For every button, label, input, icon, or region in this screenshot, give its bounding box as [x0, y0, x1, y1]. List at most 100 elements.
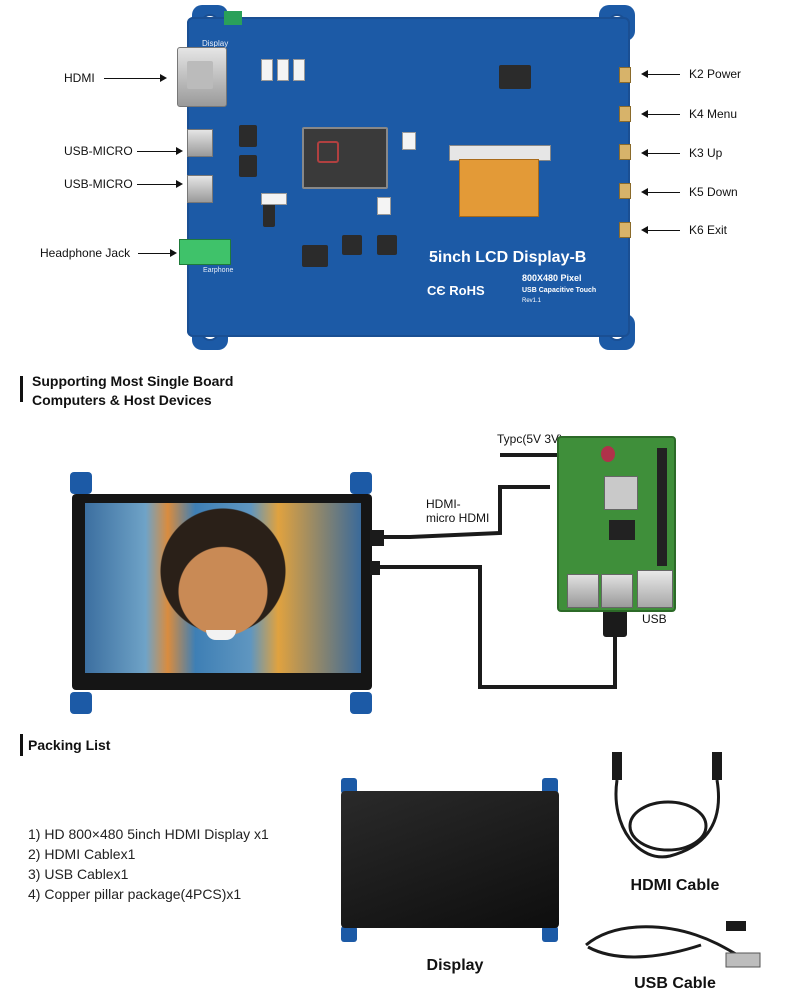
cables-svg	[370, 453, 627, 689]
section-bar-packing	[20, 734, 23, 756]
label-k6-exit: K6 Exit	[689, 223, 728, 237]
arrow-k6	[646, 230, 680, 231]
label-hdmi: HDMI	[64, 71, 95, 85]
silk-earphone: Earphone	[203, 267, 234, 274]
arrow-k4	[646, 114, 680, 115]
packed-display-screen	[341, 791, 559, 928]
pi-soc-chip	[604, 476, 638, 510]
component-1	[261, 59, 273, 81]
hdmi-port-inner	[187, 61, 213, 89]
packed-tab-bl	[341, 926, 357, 942]
board-cert: CЄ RoHS	[427, 283, 485, 298]
arrow-usb-2-head-icon	[176, 180, 183, 188]
small-chip-4	[342, 235, 362, 255]
label-hdmi-line2: micro HDMI	[426, 511, 490, 525]
raspberry-logo-icon	[601, 446, 615, 462]
caption-usb-cable: USB Cable	[634, 975, 716, 992]
display-tab-tl	[70, 472, 92, 494]
display-photo	[85, 503, 361, 673]
support-title-line1: Supporting Most Single Board	[32, 373, 234, 389]
arrow-usb-2	[137, 184, 178, 185]
display-tab-br	[350, 692, 372, 714]
usb-cable-drawing	[585, 921, 761, 968]
pi-usb-port-2	[601, 574, 633, 608]
usb-micro-port-2	[187, 175, 213, 203]
arrow-k3	[646, 153, 680, 154]
hdmi-cable-plug-left-icon	[612, 752, 622, 780]
component-4	[261, 193, 287, 205]
arrow-k3-head-icon	[641, 149, 648, 157]
pi-gpio-header	[657, 448, 667, 566]
arrow-k2	[646, 74, 680, 75]
display-photo-smile	[206, 630, 236, 640]
pi-usb-port-1	[567, 574, 599, 608]
packing-item-1: 1) HD 800×480 5inch HDMI Display x1	[28, 826, 269, 842]
label-headphone-jack: Headphone Jack	[40, 246, 131, 260]
raspberry-pi-board	[557, 436, 676, 612]
component-3	[293, 59, 305, 81]
silk-display: Display	[202, 39, 229, 48]
label-k2-power: K2 Power	[689, 67, 742, 81]
arrow-k5	[646, 192, 680, 193]
small-chip-2	[239, 155, 257, 177]
label-k3-up: K3 Up	[689, 146, 723, 160]
packing-item-3: 3) USB Cablex1	[28, 866, 129, 882]
pi-ethernet-port	[637, 570, 673, 608]
packing-title: Packing List	[28, 737, 111, 753]
board-rev: Rev1.1	[522, 298, 542, 304]
fpc-ribbon	[459, 159, 539, 217]
chip-logo-icon	[317, 141, 339, 163]
arrow-k6-head-icon	[641, 226, 648, 234]
label-typc: Typc(5V 3V)	[497, 432, 564, 446]
label-k5-down: K5 Down	[689, 185, 738, 199]
board-touch: USB Capacitive Touch	[522, 287, 597, 294]
small-chip-6	[499, 65, 531, 89]
packing-list: 1) HD 800×480 5inch HDMI Display x1 2) H…	[28, 824, 328, 904]
packed-tab-tl	[341, 778, 357, 794]
arrow-k2-head-icon	[641, 70, 648, 78]
label-hdmi-line1: HDMI-	[426, 497, 461, 511]
component-6	[402, 132, 416, 150]
usb-cable	[378, 565, 617, 689]
usb-plug-icon	[603, 605, 627, 637]
arrow-k5-head-icon	[641, 188, 648, 196]
label-k4-menu: K4 Menu	[689, 107, 738, 121]
green-tab	[224, 11, 242, 25]
hdmi-cable-plug-right-icon	[712, 752, 722, 780]
pcb-board: Display Earphone	[177, 11, 631, 337]
key-k3	[619, 144, 631, 160]
label-usb: USB	[642, 612, 667, 626]
section-bar-support	[20, 376, 23, 402]
hdmi-cable-drawing	[612, 752, 722, 859]
board-resolution: 800X480 Pixel	[522, 273, 582, 283]
component-2	[277, 59, 289, 81]
caption-hdmi-cable: HDMI Cable	[630, 877, 720, 894]
packing-item-2: 2) HDMI Cablex1	[28, 846, 136, 862]
key-k2	[619, 67, 631, 83]
arrow-usb-1	[137, 151, 178, 152]
display-tab-bl	[70, 692, 92, 714]
arrow-k4-head-icon	[641, 110, 648, 118]
label-usb-micro-1: USB-MICRO	[64, 144, 133, 158]
hdmi-plug-icon	[370, 530, 384, 546]
small-chip-5	[377, 235, 397, 255]
headphone-jack-connector	[179, 239, 231, 265]
main-chip	[302, 127, 388, 189]
arrow-hdmi	[104, 78, 162, 79]
arrow-hdmi-head-icon	[160, 74, 167, 82]
caption-display: Display	[426, 957, 484, 974]
board-title: 5inch LCD Display-B	[429, 249, 587, 266]
usb-micro-port-1	[187, 129, 213, 157]
arrow-jack	[138, 253, 172, 254]
arrow-jack-head-icon	[170, 249, 177, 257]
packing-item-4: 4) Copper pillar package(4PCS)x1	[28, 886, 242, 902]
label-usb-micro-2: USB-MICRO	[64, 177, 133, 191]
display-tab-tr	[350, 472, 372, 494]
usb-plug-left-icon	[370, 561, 380, 575]
key-k4	[619, 106, 631, 122]
small-chip-3	[302, 245, 328, 267]
usb-cable-plug-icon	[725, 952, 761, 968]
key-k6	[619, 222, 631, 238]
packed-tab-tr	[542, 778, 558, 794]
arrow-usb-1-head-icon	[176, 147, 183, 155]
